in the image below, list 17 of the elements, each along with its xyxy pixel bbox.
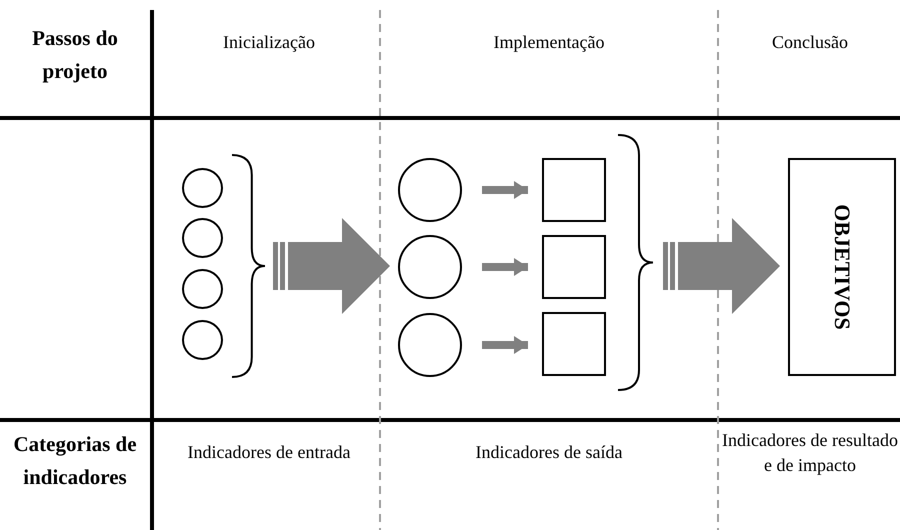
circle-shape: [182, 320, 223, 360]
row-heading: Passos do projeto: [31, 25, 119, 85]
square-box: [542, 158, 606, 222]
column-heading: Inicialização: [222, 31, 316, 54]
square-box: [542, 235, 606, 299]
column-heading: Implementação: [492, 31, 606, 54]
circle-shape: [182, 269, 223, 309]
circle-shape: [182, 218, 223, 258]
row-heading: Categorias de indicadores: [12, 431, 138, 491]
objectives-box: [788, 158, 896, 376]
column-heading: Conclusão: [771, 31, 849, 54]
category-text: Indicadores de saída: [474, 441, 624, 464]
circle-shape: [182, 168, 223, 208]
category-text: Indicadores de entrada: [186, 441, 352, 464]
objectives-text: OBJETIVOS: [829, 204, 855, 330]
square-box: [542, 312, 606, 376]
category-text: Indicadores de resultado e de impacto: [721, 429, 899, 478]
